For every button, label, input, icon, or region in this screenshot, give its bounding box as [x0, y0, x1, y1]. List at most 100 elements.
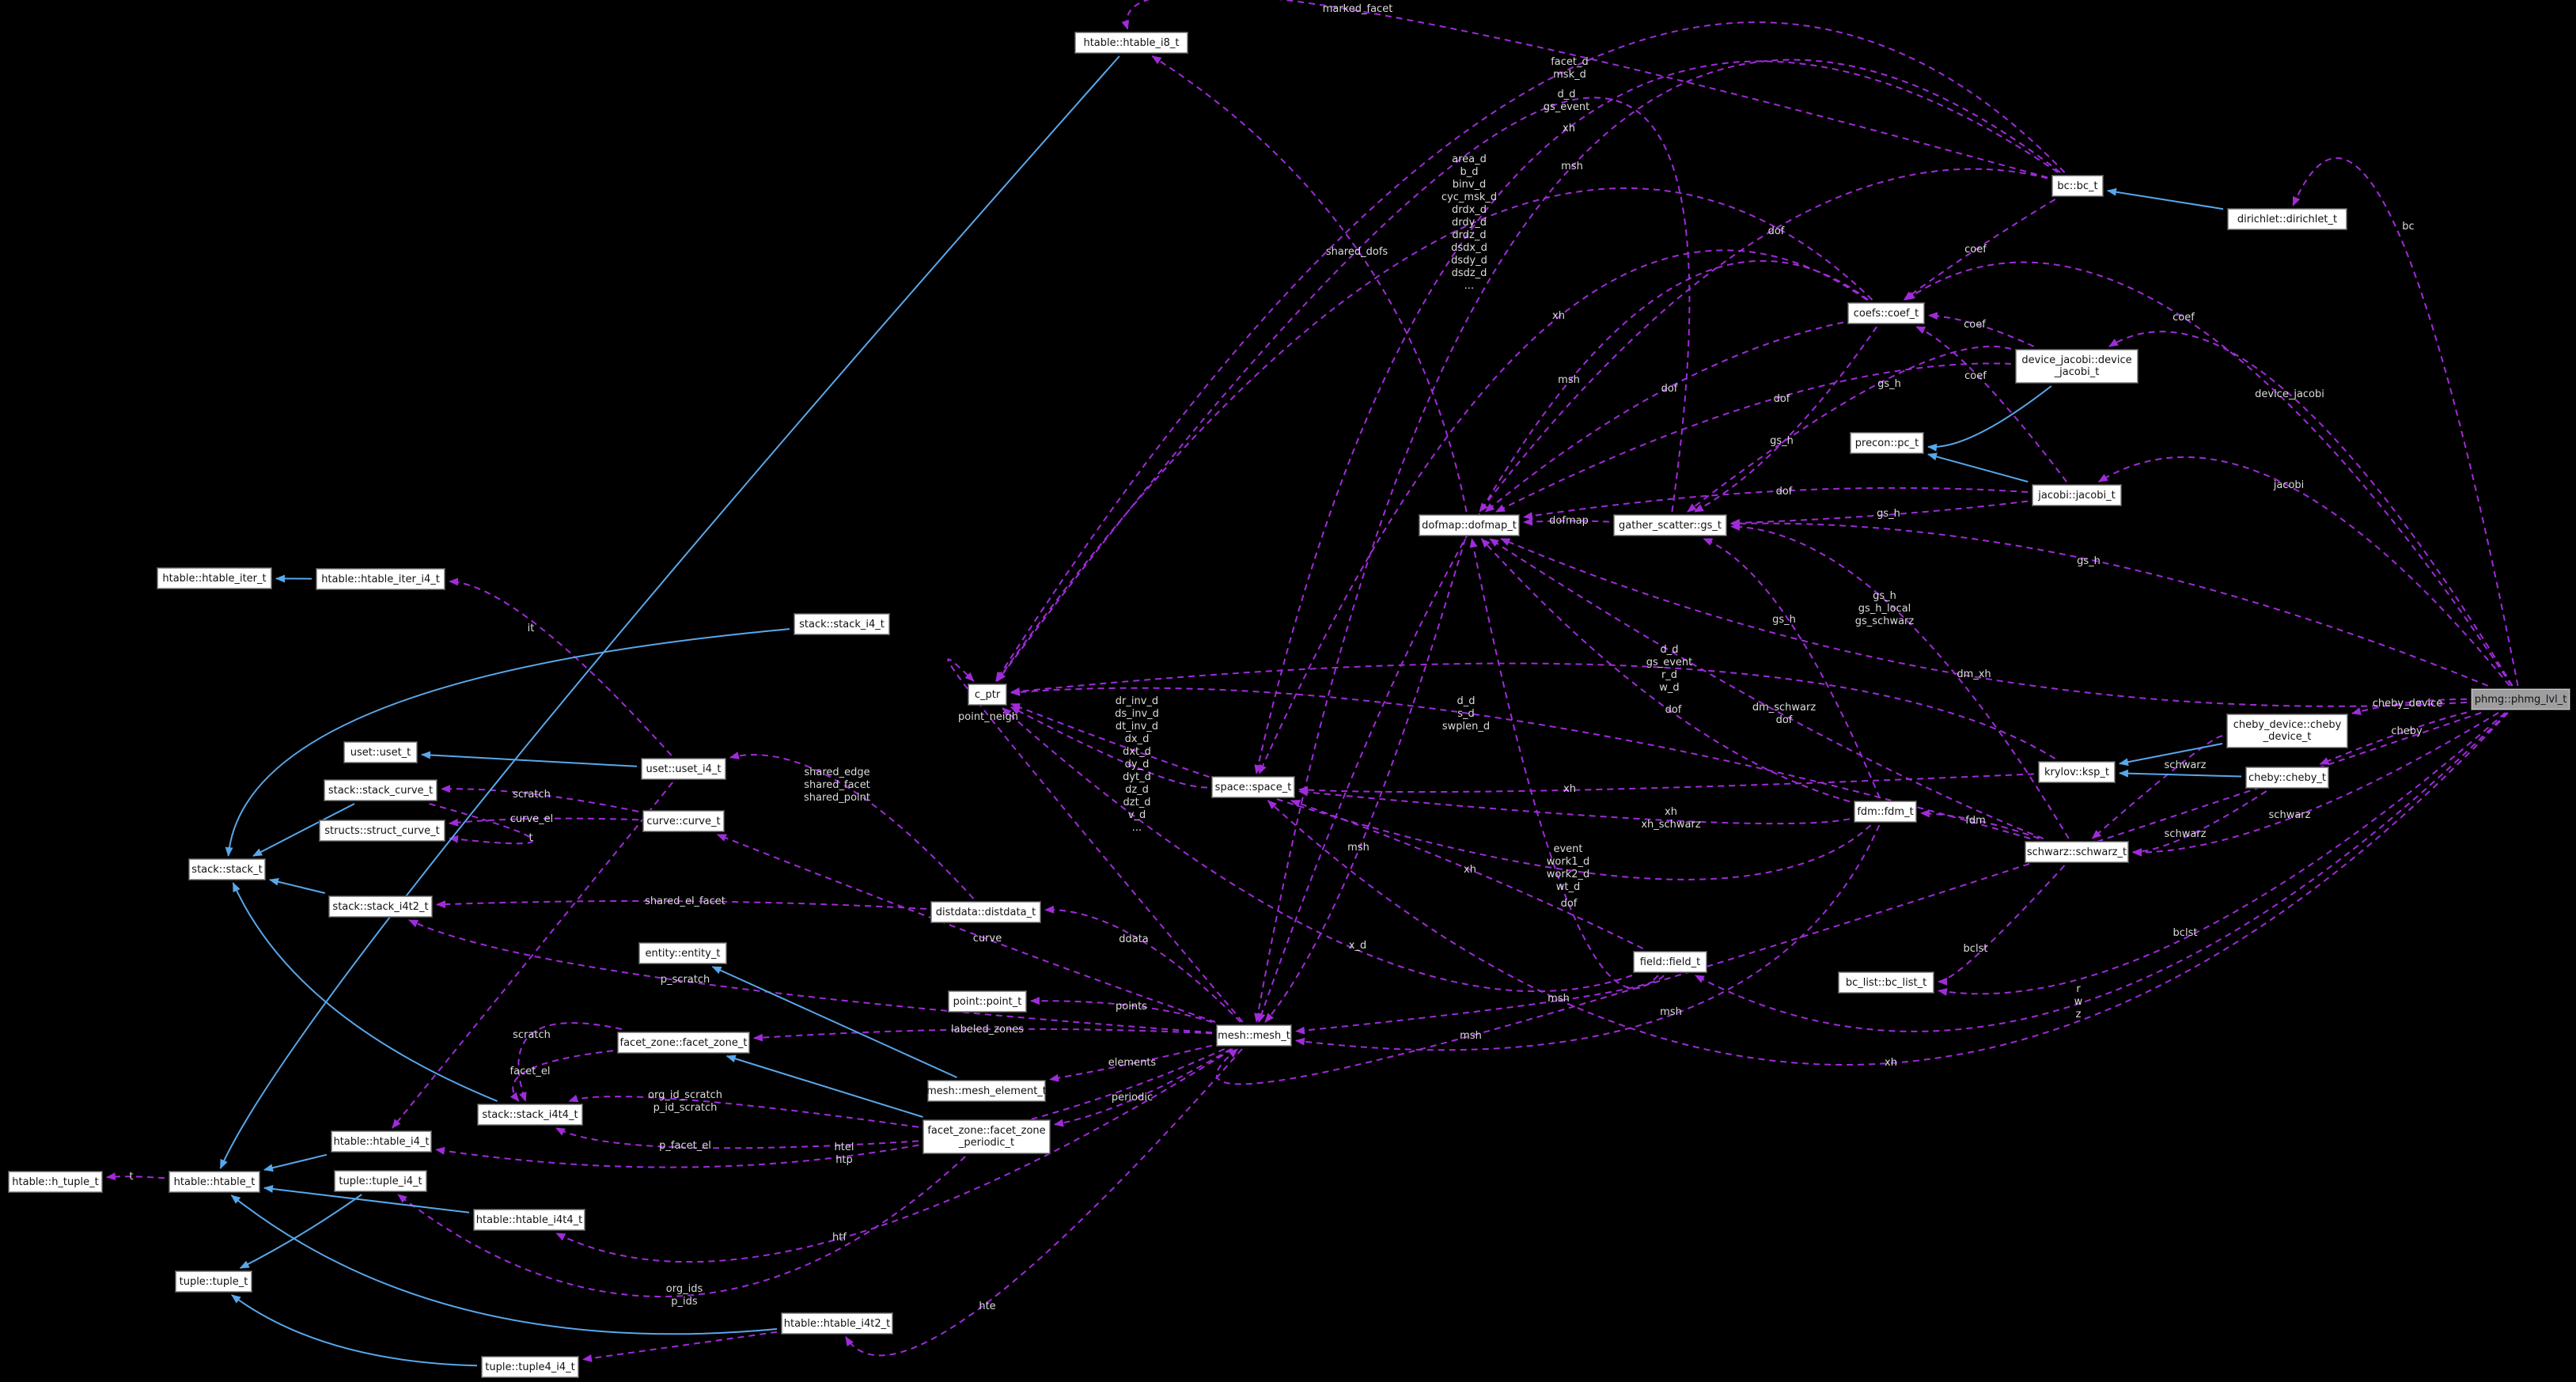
edge-tuple4_i4_t-tuple_t — [231, 1294, 478, 1367]
edge-field_t-dofmap_t — [1469, 538, 1659, 990]
node-htable_i4_t[interactable]: htable::htable_i4_t — [331, 1131, 431, 1152]
node-space_t[interactable]: space::space_t — [1212, 777, 1294, 797]
node-pc_t[interactable]: precon::pc_t — [1851, 433, 1923, 453]
node-uset_t[interactable]: uset::uset_t — [344, 742, 417, 763]
edge-phmg_lvl_t-schwarz_t — [2132, 712, 2499, 857]
edge-phmg_lvl_t-coef_t — [1905, 261, 2513, 687]
edge-jacobi_t-gs_t — [1730, 500, 2029, 527]
edge-curve_t-struct_curve_t — [449, 817, 639, 827]
node-cheby_device_t[interactable]: cheby_device::cheby _device_t — [2227, 714, 2347, 748]
edge-coef_t-space_t — [1258, 249, 1868, 774]
node-htable_iter_i4_t[interactable]: htable::htable_iter_i4_t — [316, 569, 445, 589]
node-facet_zone_periodic_t[interactable]: facet_zone::facet_zone _periodic_t — [923, 1120, 1050, 1153]
edge-phmg_lvl_t-dofmap_t — [1500, 538, 2468, 707]
edge-mesh_t-c_ptr — [947, 658, 1244, 1023]
edge-mesh_t-curve_t — [716, 834, 1216, 1023]
node-stack_i4t2_t[interactable]: stack::stack_i4t2_t — [329, 896, 432, 917]
edge-schwarz_t-gs_t — [1730, 522, 2070, 839]
edge-facet_zone_t-stack_i4t4_t — [510, 1050, 614, 1102]
edge-htable_i4t2_t-tuple4_i4_t — [582, 1331, 778, 1362]
edge-device_jacobi_t-coef_t — [1928, 312, 2035, 347]
node-coef_t[interactable]: coefs::coef_t — [1848, 303, 1924, 324]
edge-jacobi_t-coef_t — [1915, 326, 2067, 483]
edge-bc_t-dofmap_t — [1479, 168, 2048, 513]
node-tuple4_i4_t[interactable]: tuple::tuple4_i4_t — [482, 1357, 578, 1377]
edge-coef_t-c_ptr — [996, 187, 1873, 682]
node-facet_zone_t[interactable]: facet_zone::facet_zone_t — [618, 1032, 749, 1053]
edge-field_t-mesh_t — [1295, 975, 1665, 1035]
edge-facet_zone_periodic_t-stack_i4t4_t — [568, 1094, 919, 1128]
edge-schwarz_t-fdm_t — [1920, 809, 2040, 839]
edge-facet_zone_periodic_t-tuple_i4_t — [397, 1156, 966, 1297]
node-mesh_element_t[interactable]: mesh::mesh_element_t — [926, 1081, 1047, 1101]
node-struct_curve_t[interactable]: structs::struct_curve_t — [320, 820, 445, 841]
edge-phmg_lvl_t-cheby_t — [2319, 711, 2468, 765]
node-schwarz_t[interactable]: schwarz::schwarz_t — [2025, 842, 2128, 862]
edge-mesh_t-htable_i4_t — [435, 1048, 1225, 1168]
node-jacobi_t[interactable]: jacobi::jacobi_t — [2032, 485, 2121, 505]
node-stack_i4t4_t[interactable]: stack::stack_i4t4_t — [478, 1104, 582, 1125]
node-tuple_t[interactable]: tuple::tuple_t — [176, 1271, 252, 1292]
edge-gs_t-dofmap_t — [1523, 517, 1610, 526]
node-stack_t[interactable]: stack::stack_t — [189, 859, 265, 880]
node-bc_t[interactable]: bc::bc_t — [2052, 176, 2103, 196]
edge-fdm_t-space_t — [1298, 788, 1851, 825]
edge-htable_i8_t-htable_t — [219, 55, 1120, 1169]
node-point_t[interactable]: point::point_t — [949, 991, 1026, 1012]
node-htable_i4t2_t[interactable]: htable::htable_i4t2_t — [782, 1313, 892, 1334]
node-entity_t[interactable]: entity::entity_t — [639, 943, 726, 964]
node-dofmap_t[interactable]: dofmap::dofmap_t — [1419, 515, 1519, 536]
node-htable_i4t4_t[interactable]: htable::htable_i4t4_t — [474, 1210, 585, 1230]
node-htable_iter_t[interactable]: htable::htable_iter_t — [157, 568, 271, 589]
node-phmg_lvl_t[interactable]: phmg::phmg_lvl_t — [2472, 689, 2570, 710]
edge-mesh_t-point_t — [1030, 997, 1213, 1024]
edge-schwarz_t-dofmap_t — [1489, 538, 2044, 839]
node-tuple_i4_t[interactable]: tuple::tuple_i4_t — [335, 1171, 426, 1191]
node-bc_list_t[interactable]: bc_list::bc_list_t — [1839, 972, 1934, 993]
node-distdata_t[interactable]: distdata::distdata_t — [931, 902, 1040, 922]
node-fdm_t[interactable]: fdm::fdm_t — [1854, 801, 1916, 822]
edge-htable_t-h_tuple_t — [106, 1172, 165, 1181]
edge-mesh_t-htable_i4t2_t — [845, 1048, 1243, 1357]
edge-schwarz_t-bc_list_t — [1938, 865, 2066, 986]
edge-fdm_t-mesh_t — [1295, 824, 1881, 1051]
node-uset_i4_t[interactable]: uset::uset_i4_t — [642, 759, 725, 779]
node-cheby_t[interactable]: cheby::cheby_t — [2246, 767, 2328, 788]
edge-cheby_t-ksp_t — [2119, 769, 2242, 778]
node-mesh_t[interactable]: mesh::mesh_t — [1217, 1025, 1291, 1046]
edge-stack_i4_t-stack_t — [225, 628, 790, 857]
node-c_ptr[interactable]: c_ptr — [968, 684, 1006, 705]
edge-stack_i4t4_t-stack_t — [232, 882, 498, 1102]
node-stack_curve_t[interactable]: stack::stack_curve_t — [324, 780, 437, 801]
node-field_t[interactable]: field::field_t — [1634, 952, 1707, 972]
node-curve_t[interactable]: curve::curve_t — [643, 811, 724, 831]
edge-device_jacobi_t-dofmap_t — [1495, 362, 2012, 513]
edge-phmg_lvl_t-bc_list_t — [1938, 712, 2506, 996]
node-device_jacobi_t[interactable]: device_jacobi::device _jacobi_t — [2016, 350, 2138, 383]
node-h_tuple_t[interactable]: htable::h_tuple_t — [9, 1172, 102, 1192]
node-htable_i8_t[interactable]: htable::htable_i8_t — [1075, 32, 1188, 53]
edge-jacobi_t-dofmap_t — [1523, 487, 2029, 521]
edge-dofmap_t-mesh_t — [1264, 538, 1466, 1023]
edge-stack_curve_t-stack_t — [252, 803, 355, 857]
node-stack_i4_t[interactable]: stack::stack_i4_t — [794, 614, 889, 634]
edge-mesh_t-mesh_element_t — [1049, 1044, 1213, 1082]
edge-phmg_lvl_t-mesh_t — [1215, 712, 2482, 1085]
edge-phmg_lvl_t-cheby_device_t — [2351, 698, 2468, 715]
edge-phmg_lvl_t-device_jacobi_t — [2108, 331, 2513, 687]
edge-htable_i4t4_t-htable_t — [263, 1184, 470, 1214]
edge-fdm_t-gs_t — [1703, 538, 1881, 799]
edge-stack_i4t2_t-stack_t — [269, 877, 326, 894]
node-ksp_t[interactable]: krylov::ksp_t — [2039, 762, 2115, 782]
edge-mesh_t-facet_zone_t — [753, 1028, 1213, 1042]
node-gs_t[interactable]: gather_scatter::gs_t — [1614, 515, 1726, 536]
node-dirichlet_t[interactable]: dirichlet::dirichlet_t — [2228, 209, 2347, 229]
node-htable_t[interactable]: htable::htable_t — [169, 1172, 259, 1192]
edge-schwarz_t-c_ptr — [1010, 687, 2031, 839]
edge-device_jacobi_t-gs_t — [1687, 346, 2012, 513]
edge-bc_t-mesh_t — [1254, 59, 2061, 1023]
edge-phmg_lvl_t-dirichlet_t — [2292, 157, 2519, 687]
edge-distdata_t-stack_i4t2_t — [436, 899, 927, 910]
edge-uset_i4_t-htable_iter_i4_t — [449, 577, 672, 756]
